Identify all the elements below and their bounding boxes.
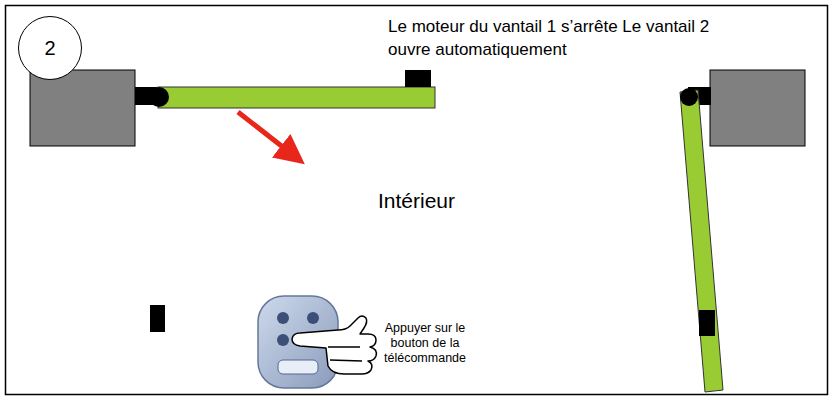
opening-arrow — [238, 112, 293, 155]
gate-leaf — [680, 90, 723, 392]
region-label: Intérieur — [378, 188, 518, 213]
callout-number: 2 — [44, 37, 55, 60]
step-circle: 2 — [18, 16, 82, 80]
hinge — [680, 88, 698, 106]
motor-box — [30, 70, 135, 146]
pointing-hand — [292, 316, 376, 374]
stop-block — [405, 70, 431, 87]
instruction-note: Appuyer sur le bouton de la télécommande — [364, 321, 486, 366]
stop-block — [699, 310, 715, 336]
motor-box — [710, 70, 805, 146]
gate-leaf — [158, 87, 435, 108]
frame — [6, 6, 828, 395]
caption-note: Le moteur du vantail 1 s’arrête Le vanta… — [388, 16, 728, 62]
hinge — [149, 87, 169, 107]
floor-stop — [150, 305, 165, 332]
